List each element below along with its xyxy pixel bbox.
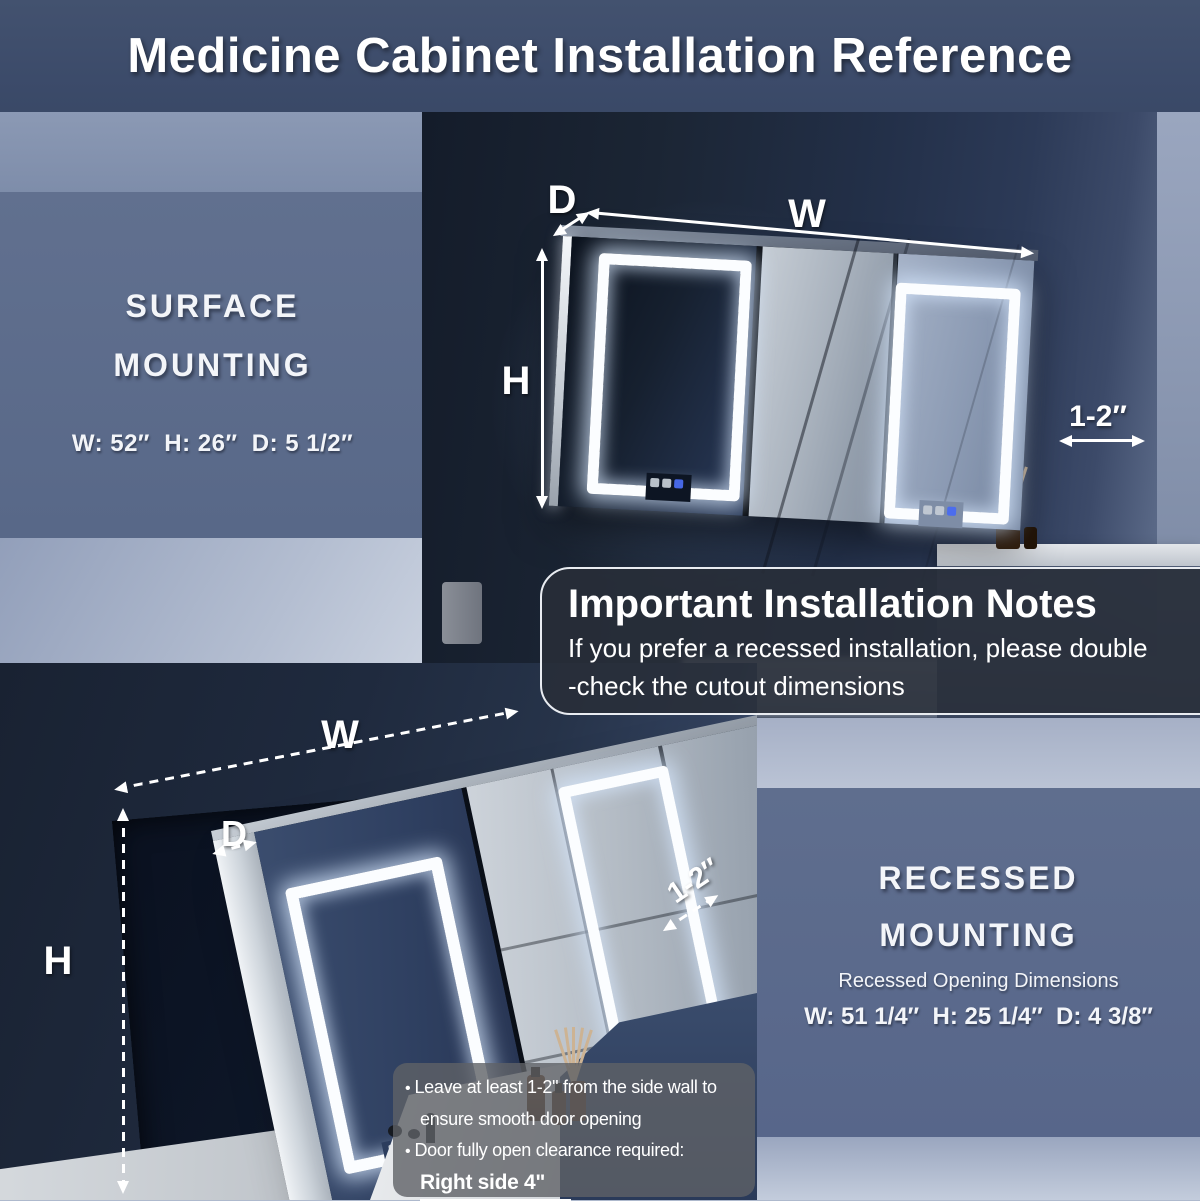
surface-mounting-panel: SURFACE MOUNTING W: 52″ H: 26″ D: 5 1/2″ <box>0 192 425 538</box>
page-title: Medicine Cabinet Installation Reference <box>127 29 1073 83</box>
bed-headboard <box>442 582 482 644</box>
led-light-frame-right <box>883 282 1021 525</box>
clearance-bullet1-line2: ensure smooth door opening <box>420 1109 642 1129</box>
height-arrow-icon <box>117 808 130 1194</box>
clearance-notes-box: Leave at least 1-2" from the side wall t… <box>393 1063 755 1201</box>
medicine-cabinet <box>548 235 1035 583</box>
recessed-mounting-panel: RECESSED MOUNTING Recessed Opening Dimen… <box>757 788 1200 1137</box>
recessed-dimensions: W: 51 1/4″ H: 25 1/4″ D: 4 3/8″ <box>804 1003 1153 1030</box>
right-band-top <box>757 718 1200 788</box>
right-band-bottom <box>757 1137 1200 1200</box>
vanity-counter <box>937 544 1200 566</box>
height-label: H <box>43 939 73 983</box>
header-bar: Medicine Cabinet Installation Reference <box>0 0 1200 112</box>
touch-control-buttons <box>922 505 957 516</box>
led-light-frame-left <box>586 252 752 502</box>
important-notes-panel: Important Installation Notes If you pref… <box>540 567 1200 715</box>
small-bottle <box>1024 527 1037 549</box>
recessed-title-line1: RECESSED <box>878 860 1079 896</box>
recessed-title-line2: MOUNTING <box>879 917 1078 953</box>
notes-body-line2: -check the cutout dimensions <box>568 671 905 701</box>
diffuser-reeds <box>554 1025 593 1086</box>
left-band-top <box>0 112 425 192</box>
recessed-subtitle: Recessed Opening Dimensions <box>838 970 1119 992</box>
clearance-bullet1-line1: Leave at least 1-2" from the side wall t… <box>405 1072 743 1104</box>
left-band-bottom <box>0 538 425 663</box>
clearance-emphasis: Right side 4" <box>420 1167 572 1201</box>
surface-title-line1: SURFACE <box>125 288 300 324</box>
height-label: H <box>501 359 531 403</box>
side-gap-label: 1-2″ <box>1069 400 1127 433</box>
surface-title-line2: MOUNTING <box>113 347 312 383</box>
width-label: W <box>321 713 359 757</box>
surface-dimensions: W: 52″ H: 26″ D: 5 1/2″ <box>71 430 354 457</box>
side-gap-arrow-icon <box>1059 434 1145 447</box>
notes-body-line1: If you prefer a recessed installation, p… <box>568 633 1148 663</box>
clearance-bullet2-line1: Door fully open clearance required: <box>405 1135 743 1167</box>
touch-control-buttons <box>649 477 684 489</box>
height-arrow-icon <box>536 248 549 509</box>
notes-title: Important Installation Notes <box>568 582 1097 626</box>
depth-label: D <box>547 178 577 222</box>
cabinet-middle-mirror <box>748 246 898 524</box>
